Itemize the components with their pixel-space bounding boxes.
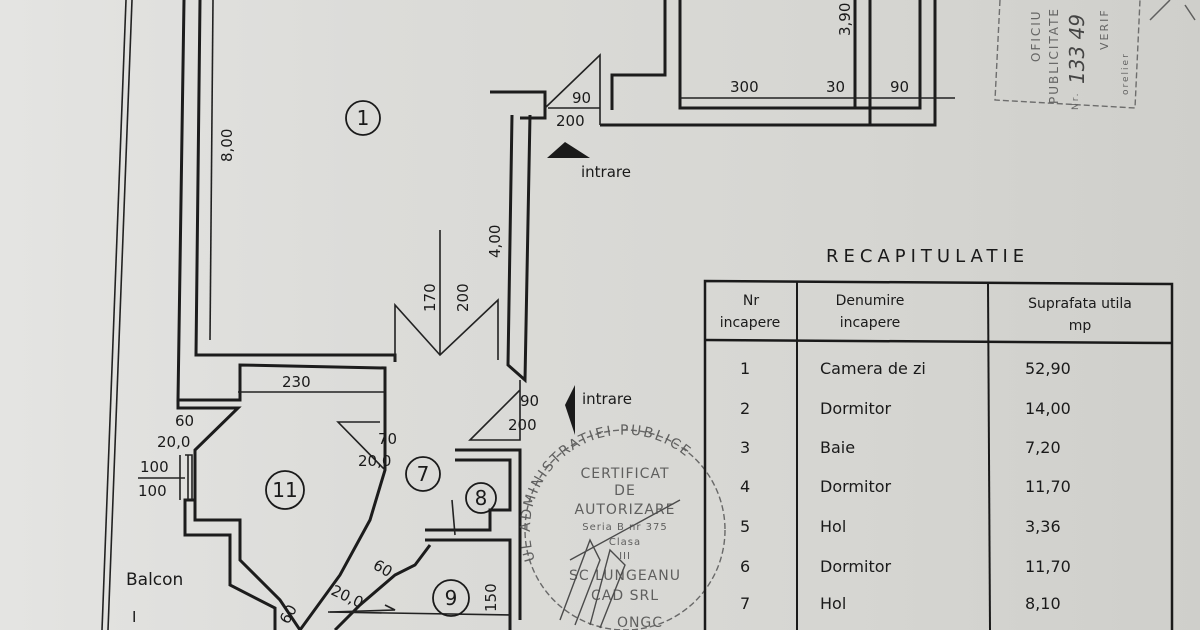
svg-text:9: 9 [445, 586, 458, 610]
dimension-label: 230 [282, 373, 311, 391]
entrance-label: intrare [581, 163, 631, 181]
signature [559, 499, 681, 629]
entrance-arrow-icon [565, 385, 575, 435]
room-number: 3 [740, 438, 750, 457]
svg-text:7: 7 [417, 462, 430, 486]
table-row: 6 Dormitor 11,70 [740, 557, 1071, 576]
room-label-7: 7 [405, 456, 441, 492]
svg-text:UL ADMINISTRATIEI PUBLICE: UL ADMINISTRATIEI PUBLICE [518, 423, 695, 564]
room-label-9: 9 [432, 579, 470, 617]
svg-text:CAD SRL: CAD SRL [591, 588, 659, 604]
svg-text:III: III [619, 551, 631, 562]
room-number: 1 [740, 359, 750, 378]
room-area: 11,70 [1025, 557, 1071, 576]
room-name: Dormitor [820, 477, 892, 496]
lower-rooms-walls [176, 380, 522, 630]
room-label-11: 11 [265, 470, 305, 510]
border-line [101, 0, 127, 630]
table-row: 3 Baie 7,20 [740, 438, 1061, 457]
svg-text:SC LUNGEANU: SC LUNGEANU [569, 568, 681, 584]
svg-text:incapere: incapere [720, 315, 781, 331]
room-number: 2 [740, 399, 750, 418]
room-area: 11,70 [1025, 477, 1071, 496]
room-name: Dormitor [820, 557, 892, 576]
room-number: 6 [740, 557, 750, 576]
table-row: 7 Hol 8,10 [740, 594, 1061, 613]
dimension-label: 60 [175, 412, 194, 430]
svg-text:mp: mp [1069, 318, 1092, 334]
room-number: 5 [740, 517, 750, 536]
room-number: 7 [740, 594, 750, 613]
dimension-label: 200 [508, 416, 537, 434]
svg-text:OFICIU: OFICIU [1029, 9, 1043, 62]
svg-text:DE: DE [614, 483, 636, 499]
svg-text:Seria B nr 375: Seria B nr 375 [582, 522, 667, 533]
dimension-label: 100 [138, 482, 167, 500]
room-label-1: 1 [345, 100, 381, 136]
dimension-label: 20,0 [328, 581, 366, 611]
room-area: 52,90 [1025, 359, 1071, 378]
dimension-label: 100 [140, 458, 169, 476]
table-row: 1 Camera de zi 52,90 [740, 359, 1071, 378]
summary-table: RECAPITULATIE Nr incapere Denumire incap… [703, 246, 1174, 630]
svg-text:133 49: 133 49 [1065, 14, 1089, 84]
dimension-label: 20,0 [157, 433, 190, 451]
svg-text:8: 8 [475, 486, 488, 510]
dimension-label: 300 [730, 78, 759, 96]
room-1-walls [176, 0, 937, 420]
room-label-8: 8 [465, 482, 497, 514]
entrance-label: intrare [582, 390, 632, 408]
svg-text:incapere: incapere [840, 315, 901, 331]
dimension-label: 170 [421, 283, 439, 312]
balcony-number: I [132, 608, 136, 626]
room-area: 8,10 [1025, 594, 1061, 613]
dimension-label: 200 [556, 112, 585, 130]
room-area: 3,36 [1025, 517, 1061, 536]
svg-text:AUTORIZARE: AUTORIZARE [575, 502, 676, 518]
entrance-arrow-icon [547, 142, 590, 158]
svg-text:11: 11 [272, 478, 297, 502]
room-area: 7,20 [1025, 438, 1061, 457]
balcony-label: Balcon [126, 570, 183, 590]
room-area: 14,00 [1025, 399, 1071, 418]
office-stamp: OFICIU PUBLICITATE 133 49 VERIF Nr. orel… [994, 0, 1196, 110]
room-number: 4 [740, 477, 750, 496]
dimension-label: 90 [520, 392, 539, 410]
room-name: Hol [820, 594, 846, 613]
dimension-label: 70 [378, 430, 397, 448]
table-title: RECAPITULATIE [826, 246, 1029, 267]
room-name: Camera de zi [820, 359, 926, 378]
svg-text:orelier: orelier [1121, 52, 1131, 95]
svg-text:Denumire: Denumire [836, 293, 905, 309]
dim-line [209, 0, 214, 341]
dimension-label: 90 [890, 78, 909, 96]
dimension-label: 20,0 [358, 452, 391, 470]
table-row: 4 Dormitor 11,70 [740, 477, 1071, 496]
certificate-stamp: UL ADMINISTRATIEI PUBLICE CERTIFICAT DE … [518, 423, 726, 630]
dimension-label: 90 [572, 89, 591, 107]
svg-text:Nr.: Nr. [1071, 92, 1081, 110]
dimension-label: 8,00 [218, 129, 236, 162]
svg-text:1: 1 [357, 106, 370, 130]
dimension-label: 4,00 [486, 225, 504, 258]
svg-text:Nr: Nr [743, 293, 759, 309]
dimension-label: 30 [826, 78, 845, 96]
table-row: 2 Dormitor 14,00 [740, 399, 1071, 418]
room-name: Hol [820, 517, 846, 536]
table-row: 5 Hol 3,36 [740, 517, 1061, 536]
dimension-label: 200 [454, 283, 472, 312]
svg-text:PUBLICITATE: PUBLICITATE [1047, 7, 1061, 104]
svg-text:CERTIFICAT: CERTIFICAT [580, 466, 669, 482]
svg-text:ONGC: ONGC [617, 615, 663, 630]
room-name: Baie [820, 438, 855, 457]
svg-text:Suprafata utila: Suprafata utila [1028, 296, 1132, 312]
dimension-label: 3,90 [836, 3, 854, 36]
svg-text:Clasa: Clasa [609, 537, 641, 548]
svg-text:VERIF: VERIF [1098, 8, 1111, 50]
room-name: Dormitor [820, 399, 892, 418]
dimension-label: 150 [482, 583, 500, 612]
border-line [107, 0, 133, 630]
